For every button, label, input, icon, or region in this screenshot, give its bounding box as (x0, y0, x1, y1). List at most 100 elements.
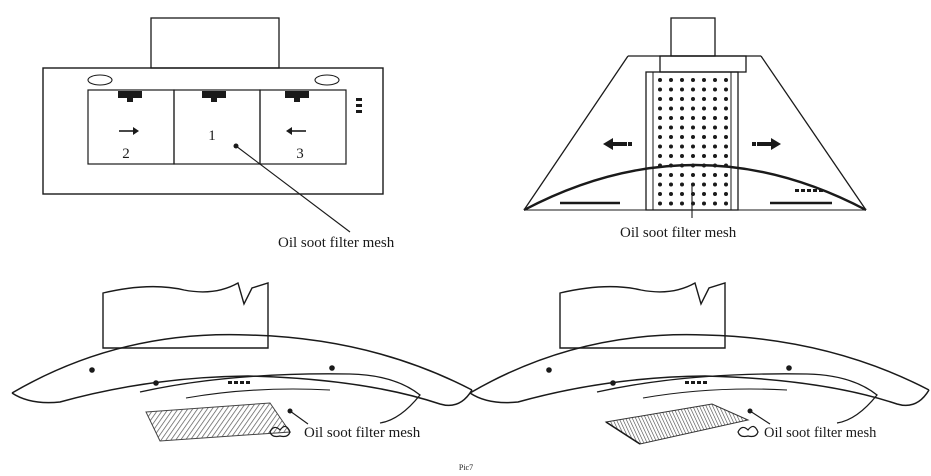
mesh-hole (724, 163, 728, 168)
mesh-hole (702, 182, 706, 187)
filter-mesh-panel (145, 402, 291, 442)
filter-mesh-panel (604, 403, 750, 445)
chimney (670, 17, 716, 57)
hood-body (139, 373, 421, 424)
figure-curved-hood-left: Oil soot filter mesh (11, 281, 473, 442)
mesh-hole (658, 173, 662, 177)
mesh-hole (680, 116, 684, 120)
filter-clip-icon (118, 91, 309, 102)
mesh-hole (691, 87, 695, 92)
mesh-hole (713, 97, 717, 101)
mesh-hole (724, 97, 728, 101)
arrow-left-icon (286, 127, 306, 135)
mesh-hole (669, 154, 673, 158)
mesh-hole (713, 78, 717, 82)
mesh-hole (724, 125, 728, 130)
mesh-hole (658, 125, 662, 130)
mesh-hole (724, 78, 728, 82)
mesh-hole (680, 78, 684, 82)
glass-top-edge (11, 333, 473, 394)
mesh-hole (669, 87, 673, 92)
mesh-hole (724, 106, 728, 111)
mesh-hole (680, 106, 684, 111)
canopy-left-edge (523, 55, 629, 211)
mesh-hole (713, 116, 717, 120)
mesh-hole (658, 201, 662, 206)
control-buttons-icon (356, 98, 362, 113)
lamp-left-icon (87, 74, 113, 86)
mesh-hole (669, 78, 673, 82)
control-buttons-icon (795, 189, 823, 192)
mesh-hole (713, 87, 717, 92)
mesh-hole (702, 116, 706, 120)
mesh-hole (669, 201, 673, 206)
leader-line (289, 410, 309, 425)
figure-front-view-filters: 2 1 3 Oil soot filter mesh (42, 17, 395, 251)
leader-line (749, 410, 771, 425)
chimney (559, 281, 726, 349)
mesh-hole (669, 192, 673, 196)
mesh-hole (691, 125, 695, 130)
figure-1-label: Oil soot filter mesh (278, 235, 395, 251)
arrow-right-icon (119, 127, 139, 135)
mesh-hole (702, 97, 706, 101)
glass-bottom-edge (469, 375, 930, 407)
mesh-hole (691, 163, 695, 168)
filter-number-1: 1 (208, 128, 216, 144)
mesh-hole (713, 163, 717, 168)
mesh-hole (669, 125, 673, 130)
mesh-hole (691, 144, 695, 149)
mesh-hole (669, 163, 673, 168)
hood-body (596, 373, 878, 424)
mesh-hole (702, 87, 706, 92)
filter-number-3: 3 (296, 146, 304, 162)
figure-curved-hood-right: Oil soot filter mesh (469, 281, 930, 445)
mesh-hole (680, 182, 684, 187)
mesh-hole (658, 192, 662, 196)
mesh-hole (691, 78, 695, 82)
mesh-holes (658, 78, 728, 206)
mesh-hole (669, 106, 673, 111)
mesh-hole (724, 201, 728, 206)
hand-icon (269, 425, 291, 438)
figure-pyramid-hood: Oil soot filter mesh (523, 17, 867, 241)
mesh-hole (702, 144, 706, 149)
mesh-hole (658, 144, 662, 149)
filter-panel-3 (259, 89, 347, 165)
lamp-right-icon (314, 74, 340, 86)
leader-line (235, 145, 351, 233)
mesh-hole (713, 106, 717, 111)
mesh-hole (669, 135, 673, 139)
filter-number-2: 2 (122, 146, 130, 162)
mesh-hole (713, 154, 717, 158)
mesh-hole (724, 173, 728, 177)
canopy-right-edge (760, 55, 867, 211)
mesh-hole (713, 144, 717, 149)
mesh-hole (713, 173, 717, 177)
mesh-hole (702, 154, 706, 158)
mesh-hole (702, 135, 706, 139)
hand-icon (737, 425, 759, 438)
chimney (102, 281, 269, 349)
mesh-hole (691, 173, 695, 177)
mesh-hole (658, 87, 662, 92)
mesh-hole (691, 106, 695, 111)
mesh-hole (702, 173, 706, 177)
mesh-hole (658, 135, 662, 139)
mesh-hole (702, 201, 706, 206)
mesh-hole (680, 154, 684, 158)
mesh-hole (713, 125, 717, 130)
mesh-hole (713, 201, 717, 206)
mesh-hole (669, 144, 673, 149)
mesh-hole (680, 192, 684, 196)
mesh-hole (658, 182, 662, 187)
mesh-hole (680, 125, 684, 130)
glass-top-edge (469, 333, 930, 394)
mesh-hole (680, 201, 684, 206)
mesh-hole (658, 97, 662, 101)
mesh-hole (713, 182, 717, 187)
mesh-hole (702, 78, 706, 82)
mesh-hole (691, 135, 695, 139)
